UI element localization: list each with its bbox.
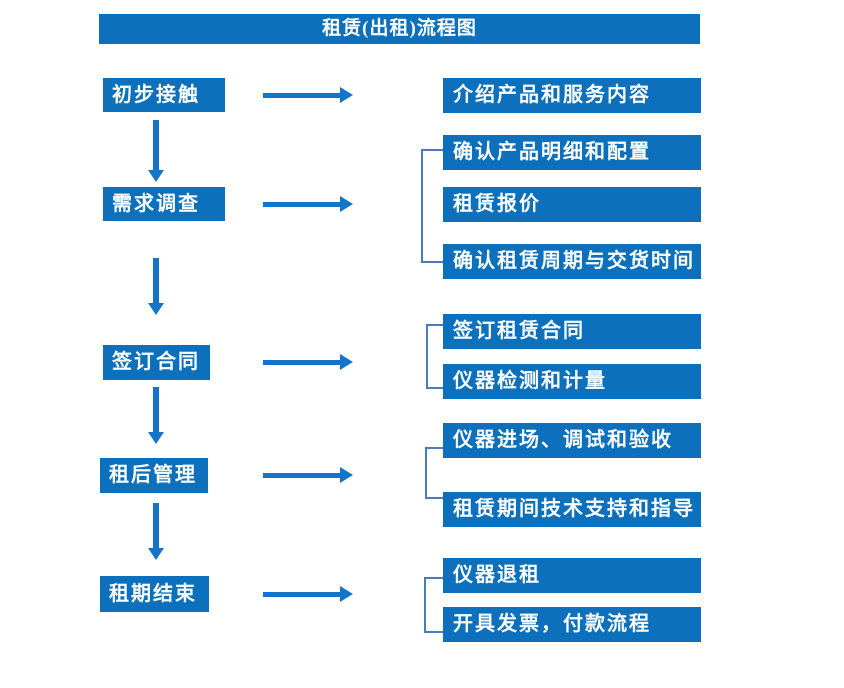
arrow-right-icon-4	[263, 467, 353, 483]
bracket-group-rental-end	[424, 577, 443, 633]
detail-box-instrument-return: 仪器退租	[443, 558, 701, 593]
flowchart-title: 租赁(出租)流程图	[99, 14, 700, 44]
detail-box-rental-quote: 租赁报价	[443, 187, 701, 222]
stage-box-post-rental-management: 租后管理	[100, 458, 208, 493]
arrow-right-icon-5	[263, 586, 353, 602]
detail-box-introduce-products: 介绍产品和服务内容	[443, 78, 701, 113]
arrow-down-icon-3	[148, 387, 164, 444]
stage-box-sign-contract: 签订合同	[103, 345, 210, 380]
detail-box-technical-support: 租赁期间技术支持和指导	[443, 492, 701, 527]
stage-box-demand-survey: 需求调查	[103, 187, 225, 221]
detail-box-sign-rental-contract: 签订租赁合同	[443, 314, 701, 349]
detail-box-confirm-rental-period: 确认租赁周期与交货时间	[443, 244, 701, 279]
arrow-right-icon-2	[263, 196, 353, 212]
stage-box-rental-end: 租期结束	[100, 576, 209, 612]
arrow-right-icon-3	[263, 354, 353, 370]
arrow-down-icon-1	[148, 120, 164, 182]
arrow-right-icon-1	[263, 87, 353, 103]
detail-box-invoice-payment: 开具发票，付款流程	[443, 607, 701, 642]
detail-box-confirm-product-details: 确认产品明细和配置	[443, 135, 701, 170]
bracket-group-demand-survey	[421, 149, 443, 263]
arrow-down-icon-4	[148, 503, 164, 560]
arrow-down-icon-2	[148, 258, 164, 315]
detail-box-instrument-testing: 仪器检测和计量	[443, 364, 701, 399]
bracket-group-sign-contract	[426, 324, 443, 389]
stage-box-initial-contact: 初步接触	[103, 78, 225, 112]
detail-box-instrument-setup: 仪器进场、调试和验收	[443, 423, 701, 458]
bracket-group-post-rental	[425, 447, 443, 499]
